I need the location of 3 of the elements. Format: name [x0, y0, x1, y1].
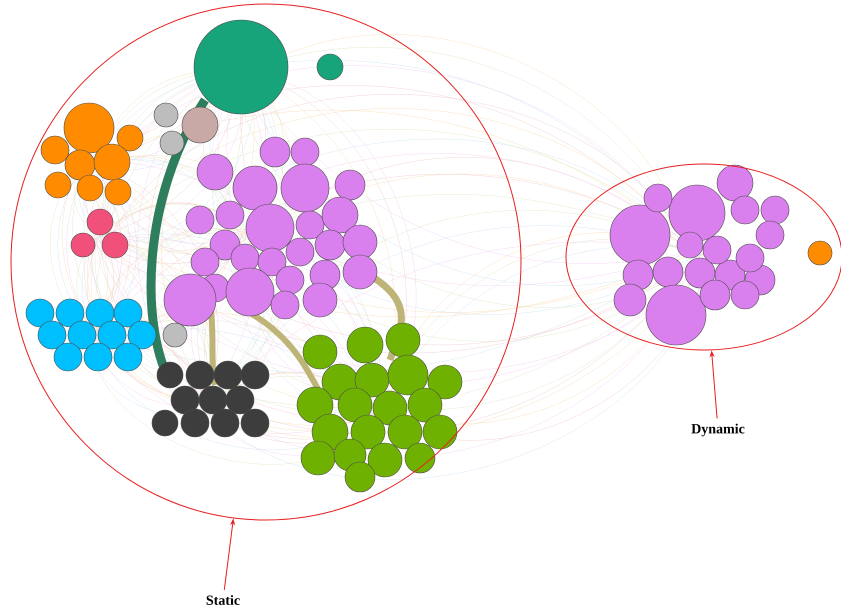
group-label: Static: [206, 595, 240, 605]
group-ellipse: [10, 4, 522, 520]
group-label: Dynamic: [691, 424, 744, 436]
